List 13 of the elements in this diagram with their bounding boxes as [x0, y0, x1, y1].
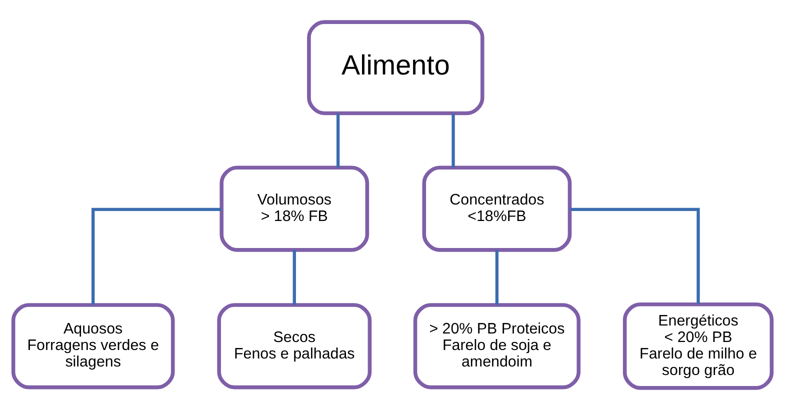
- node-box: Volumosos > 18% FB: [220, 165, 370, 252]
- connector: [452, 112, 455, 167]
- connector: [92, 207, 222, 304]
- connector: [336, 112, 340, 167]
- node-box: Concentrados <18%FB: [422, 165, 572, 252]
- connector: [495, 250, 499, 304]
- node-box: Alimento: [307, 20, 484, 115]
- node-box: Energéticos < 20% PB Farelo de milho e sorgo grão: [622, 302, 774, 390]
- connector: [292, 250, 296, 304]
- node-box: Secos Fenos e palhadas: [217, 302, 372, 389]
- node-box: Aquosos Forragens verdes e silagens: [11, 302, 175, 389]
- node-box: > 20% PB Proteicos Farelo de soja e amendoim: [413, 302, 580, 389]
- connector: [570, 207, 700, 304]
